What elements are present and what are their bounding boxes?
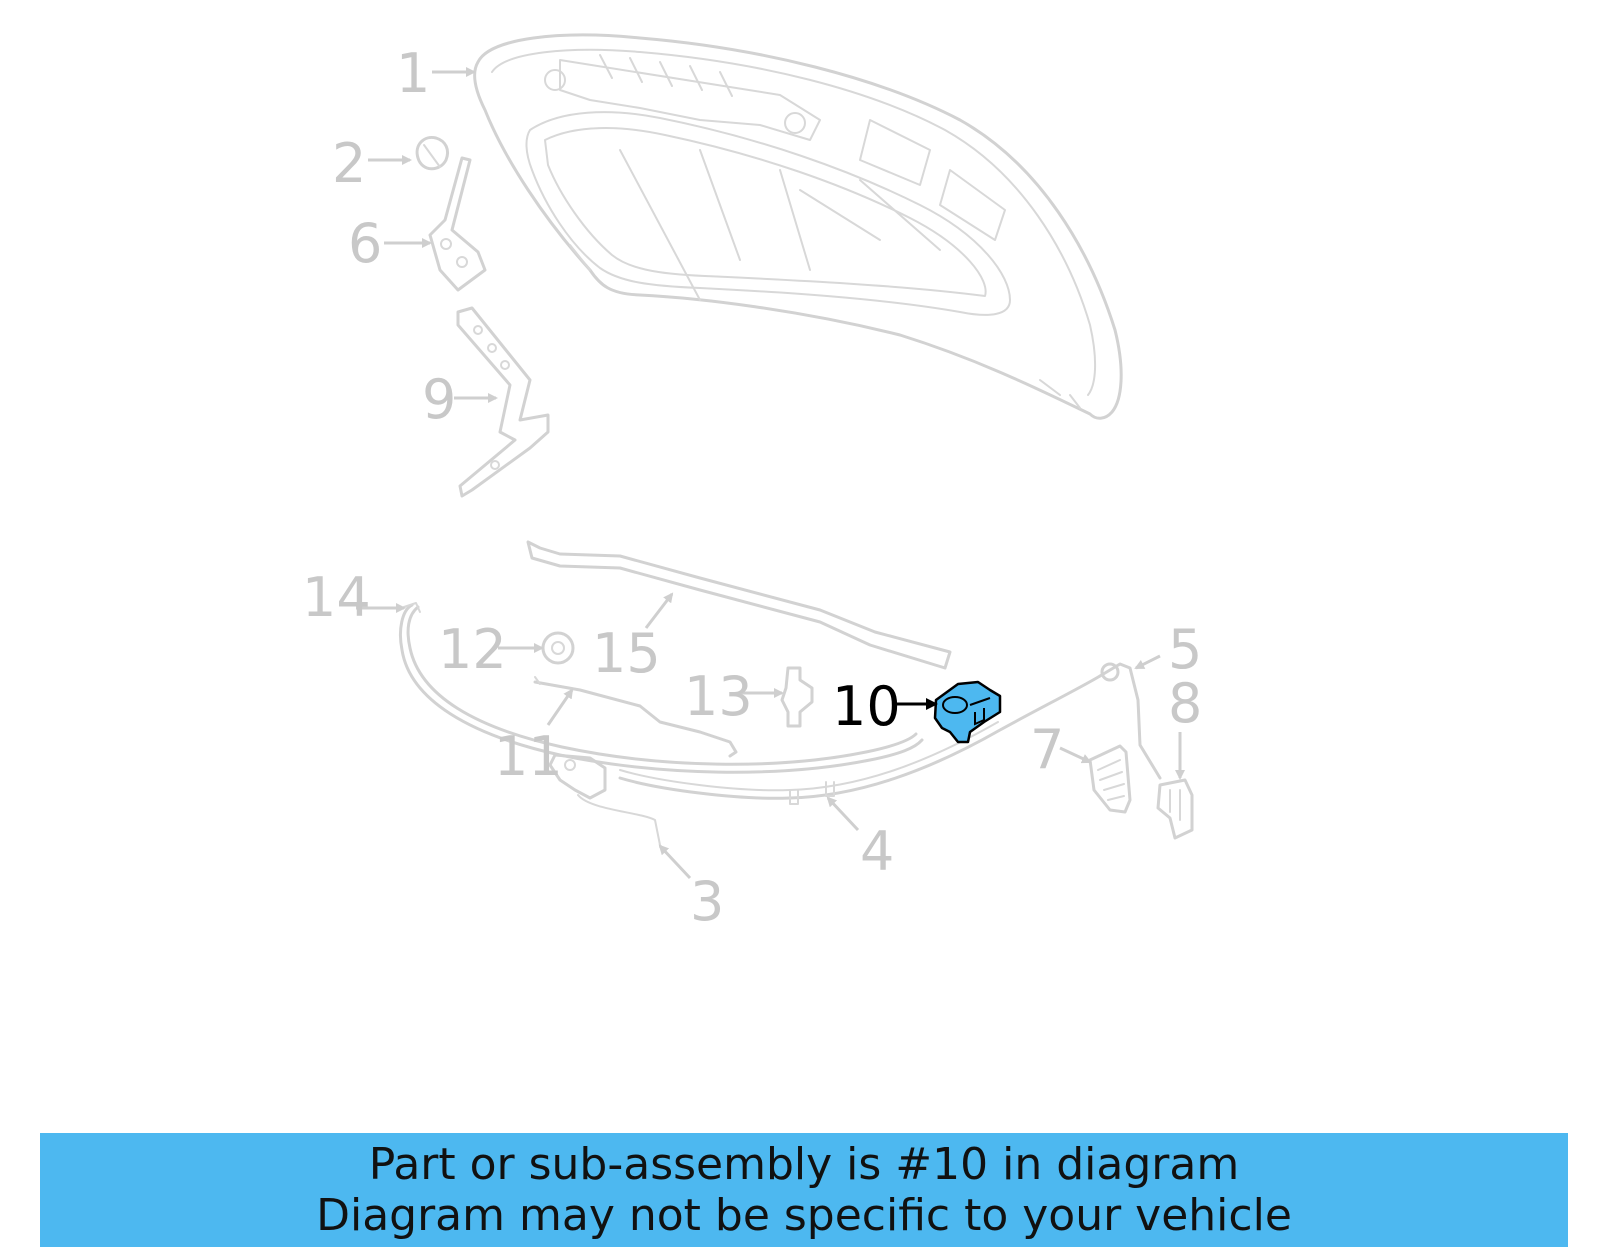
callout-4: 4 <box>860 820 894 883</box>
callout-labels: 1 2 3 4 5 6 7 8 9 10 11 12 13 14 15 <box>302 42 1202 933</box>
callout-6: 6 <box>348 212 382 275</box>
callout-14: 14 <box>302 566 371 629</box>
part-6-hinge-bracket <box>428 156 487 292</box>
part-9-hinge <box>456 306 550 498</box>
callout-12: 12 <box>438 618 507 681</box>
part-11-prop-rod <box>533 676 738 846</box>
callout-2: 2 <box>332 132 366 195</box>
part-7-handle <box>1088 744 1132 814</box>
part-10-shape <box>933 680 1002 744</box>
callout-1: 1 <box>396 42 430 105</box>
arrow-15 <box>644 592 674 629</box>
callout-8: 8 <box>1168 672 1202 735</box>
callout-7: 7 <box>1030 718 1064 781</box>
part-5-cable-end <box>1098 662 1162 780</box>
banner-line-disclaimer: Diagram may not be specific to your vehi… <box>316 1190 1292 1241</box>
part-12-grommet <box>541 631 575 665</box>
part-2-bumper <box>415 135 450 171</box>
callout-13: 13 <box>684 665 753 728</box>
arrow-7 <box>1059 746 1092 764</box>
callout-15: 15 <box>592 622 661 685</box>
callout-10: 10 <box>832 675 901 738</box>
part-8-bracket <box>1156 778 1194 840</box>
arrow-11 <box>546 688 574 726</box>
callout-5: 5 <box>1168 618 1202 681</box>
arrow-3 <box>658 844 692 880</box>
callout-9: 9 <box>422 368 456 431</box>
arrow-5 <box>1134 654 1161 670</box>
part-15-seal <box>526 540 952 670</box>
part-4-cable <box>618 674 1102 805</box>
callout-11: 11 <box>494 725 563 788</box>
callout-3: 3 <box>690 870 724 933</box>
part-10-highlighted <box>933 680 1002 744</box>
part-1-hood <box>473 33 1123 420</box>
part-13-striker <box>780 666 814 728</box>
arrow-4 <box>826 796 860 832</box>
info-banner: Part or sub-assembly is #10 in diagram D… <box>40 1133 1568 1247</box>
callout-arrows <box>356 67 1185 880</box>
banner-line-part: Part or sub-assembly is #10 in diagram <box>368 1139 1240 1190</box>
